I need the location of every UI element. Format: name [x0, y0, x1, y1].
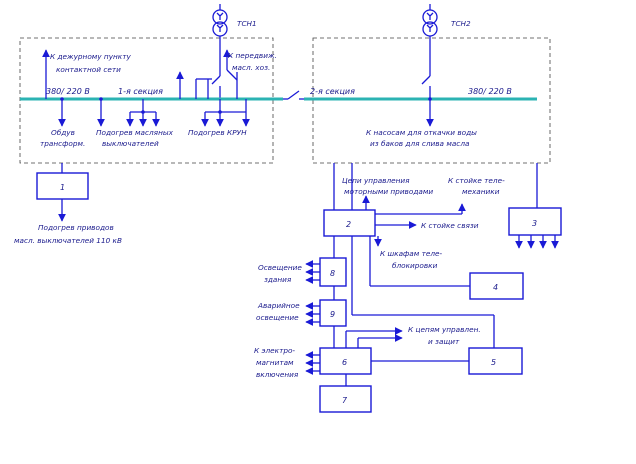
tsn2-transformer-icon: [422, 4, 438, 46]
electromag-label-3: включения: [256, 370, 299, 379]
tsn1-transformer-icon: [212, 4, 228, 46]
block-2-label: 2: [346, 220, 351, 229]
mobile-oil-label-2: масл. хоз.: [232, 63, 270, 72]
transformer-blowing-label-1: Обдув: [51, 128, 75, 137]
contact-network-label-2: контактной сети: [56, 65, 121, 74]
motor-drive-label-2: моторными приводами: [344, 187, 433, 196]
block-1-label: 1: [60, 183, 65, 192]
actuator-heating-label-2: масл. выключателей 110 кВ: [14, 236, 122, 245]
tsn1-label: ТСН1: [237, 19, 257, 28]
motor-drive-label-1: Цепи управления: [342, 176, 410, 185]
section2-voltage: 380/ 220 В: [468, 87, 512, 96]
block-6-label: 6: [342, 358, 347, 367]
telemech-label-2: механики: [462, 187, 500, 196]
block-7-label: 7: [342, 396, 348, 405]
telebl-label-1: К шкафам теле-: [380, 249, 442, 258]
block-7: [319, 385, 372, 413]
feeder-mobile-oil-switch: [226, 69, 238, 81]
block-4: [469, 272, 524, 300]
electromag-label-1: К электро-: [254, 346, 295, 355]
block-2: [323, 209, 376, 237]
block-5-label: 5: [491, 358, 496, 367]
comm-rack-label: К стойке связи: [421, 221, 479, 230]
mobile-oil-label-1: К передвиж.: [228, 51, 277, 60]
tsn2-switch-icon: [421, 46, 431, 99]
block-9: [319, 299, 347, 327]
contact-network-label-1: К дежурному пункту: [50, 52, 131, 61]
block-1: [36, 172, 89, 200]
emergency-lighting-label-1: Аварийное: [257, 301, 300, 310]
block-3: [508, 207, 562, 236]
control-protection-label-1: К цепям управлен.: [408, 325, 481, 334]
transformer-blowing-label-2: трансформ.: [40, 139, 85, 148]
tsn2-label: ТСН2: [451, 19, 471, 28]
section1-bus-label: 1-я секция: [118, 87, 163, 96]
block-9-label: 9: [330, 310, 335, 319]
block-4-label: 4: [493, 283, 498, 292]
telemech-label-1: К стойке теле-: [448, 176, 505, 185]
building-lighting-label-2: здания: [264, 275, 292, 284]
pumps-label-1: К насосам для откачки воды: [366, 128, 477, 137]
pumps-label-2: из баков для слива масла: [370, 139, 469, 148]
breaker-heating-label-1: Подогрев масляных: [96, 128, 174, 137]
section1-voltage: 380/ 220 В: [46, 87, 90, 96]
breaker-heating-label-2: выключателей: [102, 139, 159, 148]
krun-heating-label: Подогрев КРУН: [188, 128, 247, 137]
electromag-label-2: магнитам: [256, 358, 294, 367]
section-coupler-switch-icon: [283, 90, 304, 100]
feeder-krun-group: [201, 99, 250, 127]
tsn1-switch-icon: [211, 46, 221, 99]
block-8-label: 8: [330, 269, 335, 278]
emergency-lighting-label-2: освещение: [256, 313, 299, 322]
block-5: [468, 347, 523, 375]
block-3-label: 3: [532, 219, 537, 228]
control-protection-label-2: и защит: [428, 337, 460, 346]
section2-bus-label: 2-я секция: [310, 87, 355, 96]
telebl-label-2: блокировки: [392, 261, 438, 270]
building-lighting-label-1: Освещение: [258, 263, 302, 272]
actuator-heating-label-1: Подогрев приводов: [38, 223, 114, 232]
block-8: [319, 257, 347, 287]
